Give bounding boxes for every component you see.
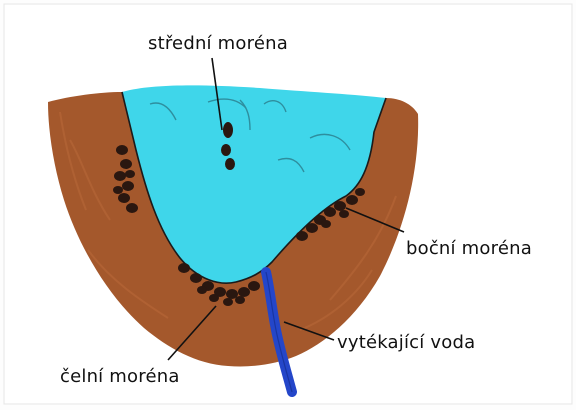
terminal-moraine-label: čelní moréna: [60, 368, 180, 386]
outflow-water-label: vytékající voda: [337, 334, 475, 352]
lateral-moraine-label: boční moréna: [406, 240, 532, 258]
medial-moraine-label: střední moréna: [148, 35, 288, 53]
